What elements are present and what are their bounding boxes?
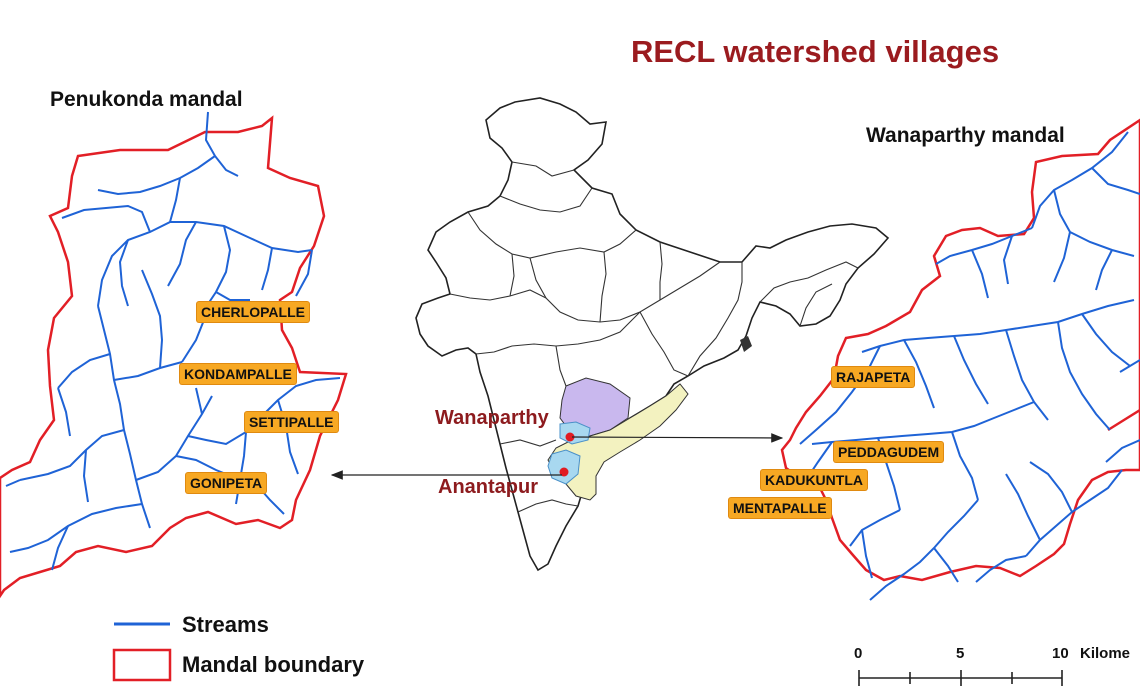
village-label-gonipeta: GONIPETA [186, 473, 267, 493]
scale-tick-5: 5 [956, 645, 965, 662]
anantapur-region-label: Anantapur [438, 476, 538, 498]
village-label-cherlopalle: CHERLOPALLE [197, 302, 309, 322]
wanaparthy-boundary-segment [1107, 408, 1140, 432]
scale-unit-label: Kilome [1080, 645, 1131, 662]
village-label-kondampalle: KONDAMPALLE [180, 364, 296, 384]
wanaparthy-boundary [780, 118, 1140, 582]
scale-bar [858, 670, 1063, 686]
legend-streams-label: Streams [182, 612, 269, 637]
legend-boundary-symbol [112, 648, 172, 682]
scale-tick-0: 0 [854, 645, 863, 662]
village-label-kadukuntla: KADUKUNTLA [761, 470, 867, 490]
scale-tick-10: 10 [1052, 645, 1069, 662]
village-label-mentapalle: MENTAPALLE [729, 498, 831, 518]
wanaparthy-point [565, 432, 575, 442]
legend-boundary-label: Mandal boundary [182, 652, 365, 677]
penukonda-boundary [0, 115, 348, 599]
india-map [415, 97, 890, 572]
wanaparthy-region-label: Wanaparthy [435, 407, 549, 429]
arrow-to-wanaparthy [571, 433, 784, 443]
village-label-settipalle: SETTIPALLE [245, 412, 338, 432]
village-label-peddagudem: PEDDAGUDEM [834, 442, 944, 462]
map-title: RECL watershed villages [630, 34, 1000, 69]
penukonda-streams [5, 111, 341, 571]
village-label-rajapeta: RAJAPETA [832, 367, 915, 387]
andhra-region [547, 383, 689, 501]
wanaparthy-streams [799, 131, 1140, 601]
wanaparthy-mandal-title: Wanaparthy mandal [866, 124, 1065, 147]
anantapur-point [559, 467, 569, 477]
penukonda-mandal-title: Penukonda mandal [50, 88, 243, 111]
